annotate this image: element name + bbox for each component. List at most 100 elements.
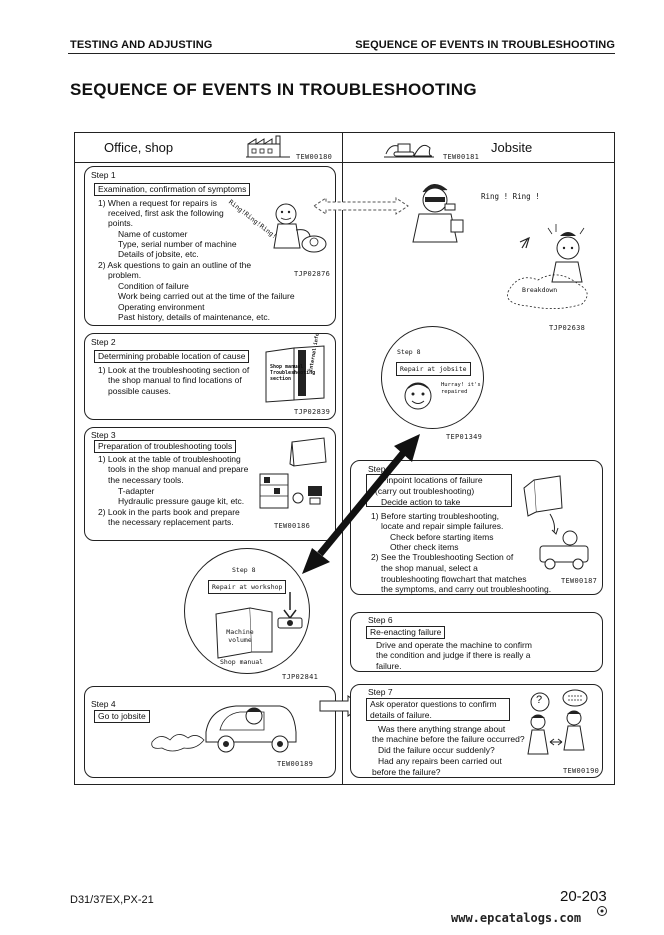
breakdown-illustration — [507, 224, 588, 309]
step1-line: Condition of failure — [118, 281, 189, 291]
column-heading-office: Office, shop — [104, 140, 174, 155]
step1-line: Work being carried out at the time of th… — [118, 291, 295, 301]
step8-jobsite-label: Step 8 — [397, 348, 421, 356]
step6-line: failure. — [376, 661, 402, 671]
step7a-heading-line: Decide action to take — [381, 497, 461, 507]
header-rule — [68, 53, 615, 54]
step2-line: the shop manual to find locations of — [108, 375, 242, 385]
person-on-phone-illustration — [273, 203, 327, 253]
step7b-heading-line: Ask operator questions to confirm — [370, 699, 497, 709]
shop-manual-label: Shop manual — [220, 658, 264, 666]
jobsite-top-code: TJP02638 — [549, 324, 586, 332]
step4-heading: Go to jobsite — [94, 710, 150, 723]
step8-workshop-box: Repair at workshop — [208, 580, 287, 594]
step7b-line: before the failure? — [372, 767, 441, 777]
jobsite-code: TEW00181 — [443, 153, 480, 161]
column-heading-jobsite: Jobsite — [491, 140, 533, 155]
step2-heading: Determining probable location of cause — [94, 350, 250, 363]
step7a-line: 2) See the Troubleshooting Section of — [371, 552, 514, 562]
step8-jobsite-code: TEP01349 — [446, 433, 483, 441]
bidirectional-arrow — [302, 434, 420, 574]
section-header-left: TESTING AND ADJUSTING — [70, 39, 213, 51]
step7a-line: the shop manual, select a — [381, 563, 478, 573]
step3-line: Hydraulic pressure gauge kit, etc. — [118, 496, 245, 506]
step7a-code: TEW00187 — [561, 577, 598, 585]
step2-line: possible causes. — [108, 386, 171, 396]
step7a-line: Other check items — [390, 542, 459, 552]
model-number: D31/37EX,PX-21 — [70, 894, 154, 906]
factory-icon — [246, 135, 290, 158]
svg-text:Troubleshooting: Troubleshooting — [270, 370, 315, 376]
step8-jobsite-speech: Hurray! it's repaired — [441, 382, 481, 395]
step1-line: points. — [108, 218, 134, 228]
workshop-illustration — [215, 592, 303, 659]
step7b-heading-line: details of failure. — [370, 710, 432, 720]
step8-workshop-label: Step 8 — [232, 566, 256, 574]
step1-line: Past history, details of maintenance, et… — [118, 312, 270, 322]
step1-line: 1) When a request for repairs is — [98, 198, 218, 208]
step7b-line: the machine before the failure occurred? — [372, 734, 525, 744]
step8-jobsite-box: Repair at jobsite — [396, 362, 471, 376]
step3-line: 2) Look in the parts book and prepare — [98, 507, 240, 517]
step2-code: TJP02839 — [294, 408, 331, 416]
watermark: www.epcatalogs.com — [451, 911, 582, 925]
ring-text: Ring ! Ring ! — [481, 192, 540, 201]
step3-line: T-adapter — [118, 486, 155, 496]
page-title: SEQUENCE OF EVENTS IN TROUBLESHOOTING — [70, 80, 477, 99]
step6-panel — [350, 612, 603, 672]
step3-line: tools in the shop manual and prepare — [108, 464, 249, 474]
machine-volume-label: Machine volume — [226, 628, 254, 644]
step7b-label: Step 7 — [368, 687, 393, 697]
step7a-heading-box — [366, 474, 512, 507]
step7b-code: TEW00190 — [563, 767, 600, 775]
step1-line: Type, serial number of machine — [118, 239, 237, 249]
page-number: 20-203 — [560, 888, 607, 905]
step8-jobsite-circle — [381, 326, 484, 429]
shop-manual-book-illustration: Shop manual Troubleshooting section Inte… — [265, 333, 325, 403]
excavator-icon — [384, 143, 434, 158]
step7b-line: Had any repairs been carried out — [378, 756, 502, 766]
happy-face-illustration — [404, 382, 432, 410]
column-divider — [342, 132, 343, 785]
car-illustration — [151, 705, 297, 753]
breakdown-text: Breakdown — [522, 286, 558, 294]
step7a-line: 1) Before starting troubleshooting, — [371, 511, 500, 521]
step3-heading: Preparation of troubleshooting tools — [94, 440, 237, 453]
step3-label: Step 3 — [91, 430, 116, 440]
step1-label: Step 1 — [91, 170, 116, 180]
circle-seal-icon — [597, 906, 607, 916]
operator-phone-illustration — [412, 184, 464, 243]
diagram-frame — [74, 132, 615, 785]
question-mark: ? — [536, 694, 543, 706]
step3-code: TEW00186 — [274, 522, 311, 530]
step1-heading: Examination, confirmation of symptoms — [94, 183, 251, 196]
step1-line: Name of customer — [118, 229, 188, 239]
dashed-double-arrow — [313, 197, 409, 215]
step7a-line: the symptoms, and carry out troubleshoot… — [381, 584, 552, 594]
svg-text:section: section — [270, 376, 291, 382]
step7a-line: Check before starting items — [390, 532, 494, 542]
step7a-heading-line: (carry out troubleshooting) — [375, 486, 475, 496]
step2-line: 1) Look at the troubleshooting section o… — [98, 365, 250, 375]
step1-line: received, first ask the following — [108, 208, 224, 218]
step7a-heading-line: Pinpoint locations of failure — [381, 475, 483, 485]
step1-code: TJP02876 — [294, 270, 331, 278]
step2-label: Step 2 — [91, 337, 116, 347]
book-text-left: Shop manual — [270, 364, 303, 370]
step6-line: the condition and judge if there is real… — [376, 650, 531, 660]
step7b-heading-box — [366, 698, 510, 721]
checking-machine-illustration — [523, 475, 589, 570]
office-code: TEW00180 — [296, 153, 333, 161]
step7a-line: locate and repair simple failures. — [381, 521, 504, 531]
step7b-line: Was there anything strange about — [378, 724, 506, 734]
step4-code: TEW00189 — [277, 760, 314, 768]
step7a-line: troubleshooting flowchart that matches — [381, 574, 527, 584]
operator-conversation-illustration — [527, 689, 588, 755]
step1-line: 2) Ask questions to gain an outline of t… — [98, 260, 252, 270]
step3-line: 1) Look at the table of troubleshooting — [98, 454, 241, 464]
step1-line: problem. — [108, 270, 142, 280]
step1-line: Operating environment — [118, 302, 205, 312]
header-divider — [74, 162, 615, 163]
step6-line: Drive and operate the machine to confirm — [376, 640, 532, 650]
step4-label: Step 4 — [91, 699, 116, 709]
